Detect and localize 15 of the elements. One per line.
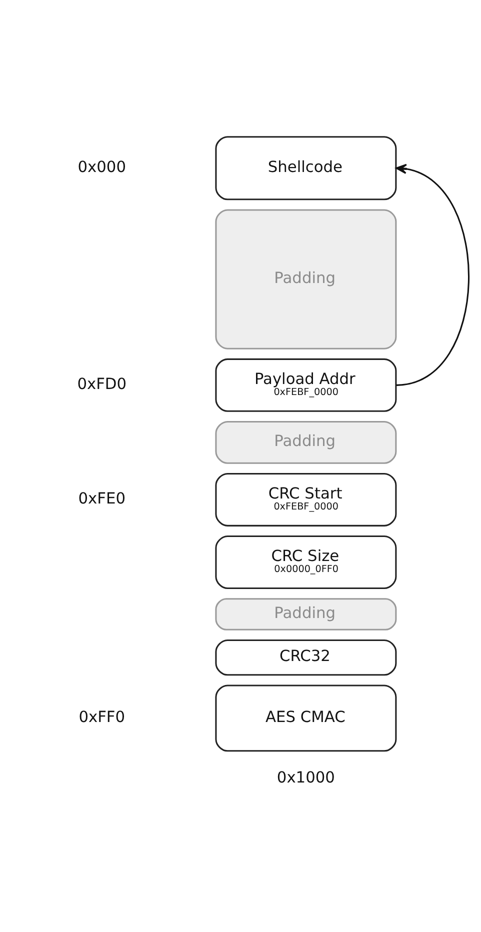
node-box: CRC Size 0x0000_0FF0: [215, 535, 397, 589]
label: 0xFD0: [77, 374, 127, 392]
node-box: Shellcode: [215, 136, 397, 200]
node-box: Payload Addr 0xFEBF_0000: [215, 358, 397, 412]
label: 0xFF0: [78, 707, 126, 726]
node-box: Padding: [215, 420, 397, 464]
label: 0x000: [78, 157, 126, 176]
node-box: CRC Start 0xFEBF_0000: [215, 472, 397, 526]
arrow: [396, 163, 470, 386]
node-box: CRC32: [215, 638, 397, 676]
node-box: Padding: [215, 598, 397, 630]
label: 0xFE0: [78, 488, 126, 507]
node-box: Padding: [215, 208, 397, 349]
node-box: AES CMAC: [215, 684, 397, 752]
label: 0x1000: [276, 768, 335, 786]
